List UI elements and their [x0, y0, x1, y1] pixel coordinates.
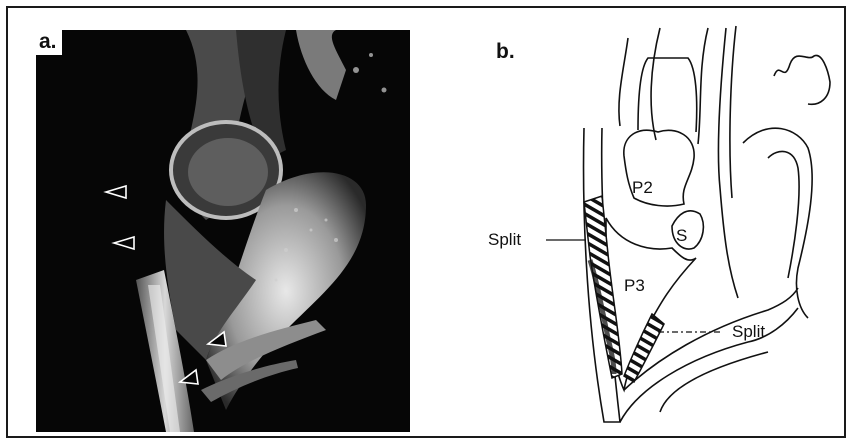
pastern-outline: [619, 38, 628, 126]
p1-bone-outline: [638, 58, 697, 132]
label-split-right: Split: [732, 322, 765, 342]
label-p2: P2: [632, 178, 653, 198]
split-region-dorsal: [584, 196, 622, 378]
sole-outline: [660, 352, 768, 412]
label-split-left: Split: [488, 230, 521, 250]
pastern-outline: [698, 28, 708, 144]
hoof-schematic-diagram: [8, 8, 848, 440]
split-region-distal: [624, 314, 664, 382]
label-s: S: [676, 226, 687, 246]
panel-label-b: b.: [496, 40, 515, 64]
heel-outline: [743, 128, 812, 318]
pastern-outline: [651, 28, 660, 140]
pastern-outline: [718, 28, 738, 298]
label-p3: P3: [624, 276, 645, 296]
ergot-outline: [774, 55, 830, 104]
heel-outline: [768, 151, 799, 278]
figure-frame: a.: [6, 6, 846, 438]
pastern-outline: [730, 26, 736, 198]
